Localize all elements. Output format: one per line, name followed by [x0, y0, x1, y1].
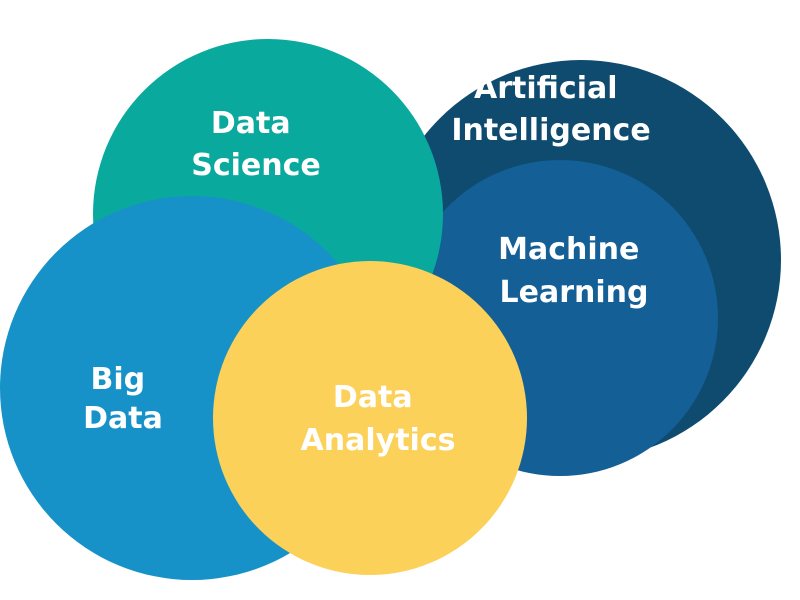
- data-analytics-label: Data Analytics: [301, 380, 456, 458]
- artificial-intelligence-label: Artificial Intelligence: [451, 71, 650, 148]
- machine-learning-label-line1: Machine: [498, 232, 639, 267]
- data-science-label-line1: Data: [211, 106, 291, 141]
- big-data-label: Big Data: [83, 362, 163, 436]
- data-analytics-label-line2: Analytics: [301, 423, 456, 458]
- big-data-label-line1: Big: [90, 362, 145, 397]
- artificial-intelligence-label-line1: Artificial: [474, 71, 617, 106]
- artificial-intelligence-label-line2: Intelligence: [451, 113, 650, 148]
- data-analytics-label-line1: Data: [333, 380, 413, 415]
- machine-learning-label: Machine Learning: [498, 232, 650, 310]
- data-science-label: Data Science: [191, 106, 321, 183]
- data-analytics-circle: [213, 261, 527, 575]
- data-science-label-line2: Science: [191, 148, 321, 183]
- machine-learning-label-line2: Learning: [500, 275, 649, 310]
- big-data-label-line2: Data: [83, 401, 163, 436]
